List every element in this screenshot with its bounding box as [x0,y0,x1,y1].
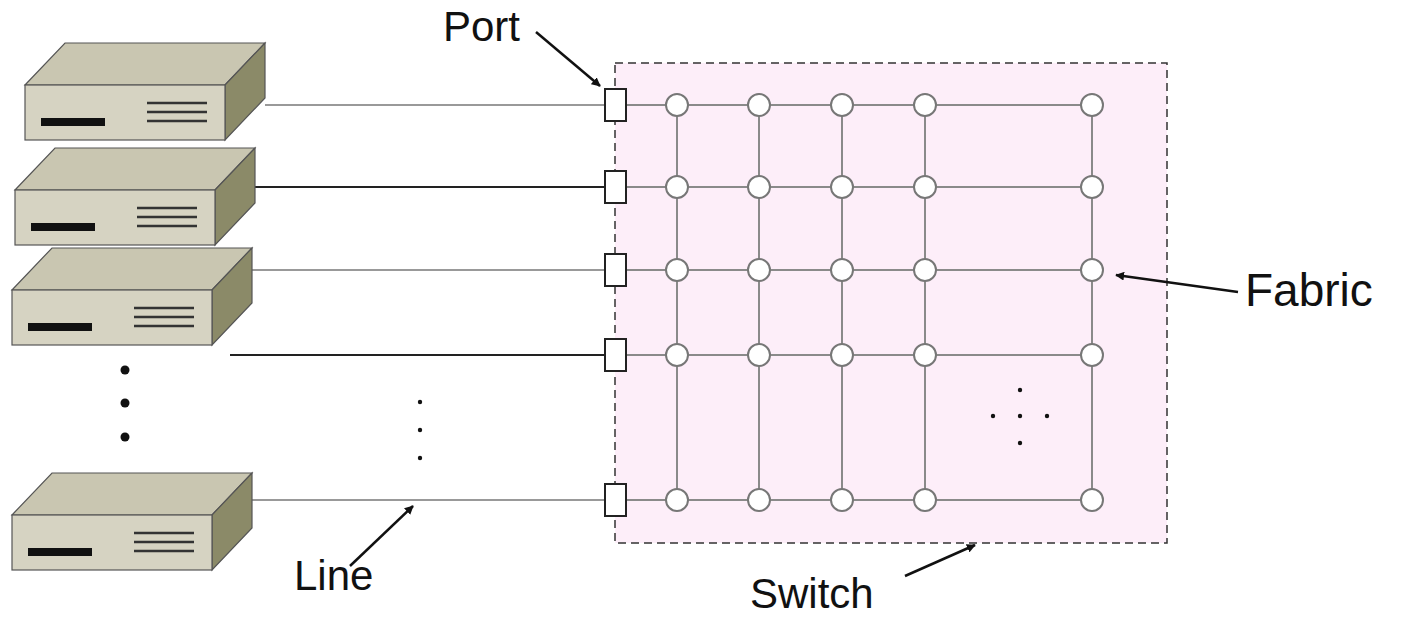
computer-top [25,43,265,85]
computer-side [215,148,255,245]
fabric-row [626,186,1092,188]
line [230,354,605,356]
crosspoint [748,94,770,116]
crosspoint [831,344,853,366]
crosspoint [914,344,936,366]
vent-line [134,532,194,535]
vent-line [134,325,194,328]
lines [230,105,605,500]
computer-side [212,473,252,570]
switch-box [615,63,1167,543]
crosspoint [666,489,688,511]
port [605,484,626,516]
vent-line [134,316,194,319]
crosspoint [914,176,936,198]
computer-top [15,148,255,190]
line [265,104,605,106]
crosspoint [831,259,853,281]
switch-label: Switch [750,571,874,617]
crosspoint [914,259,936,281]
crosspoint [748,259,770,281]
computer-front [12,290,212,345]
fabric-column [1091,105,1093,500]
crosspoint [1081,176,1103,198]
line [255,186,605,188]
fabric-column [758,105,760,500]
vent-line [147,111,207,114]
fabric-row [626,499,1092,501]
vent-line [134,307,194,310]
port [605,254,626,286]
port [605,339,626,371]
vent-line [147,120,207,123]
ellipsis-dots [121,366,1050,461]
computer [12,473,252,570]
crosspoint [831,94,853,116]
computer-front [25,85,225,140]
leader-arrows [350,32,1238,576]
computer-top [12,248,252,290]
computer [12,248,252,345]
fabric-column [841,105,843,500]
computer [15,148,255,245]
fabric-grid [605,89,1103,516]
fabric-arrow [1116,275,1238,292]
computer-front [12,515,212,570]
vent-line [134,541,194,544]
crosspoint [666,259,688,281]
crosspoint [748,344,770,366]
fabric-column [924,105,926,500]
vent-line [134,550,194,553]
port [605,171,626,203]
crosspoint [914,94,936,116]
vent-line [137,207,197,210]
crosspoint [666,344,688,366]
port-label: Port [443,4,520,50]
crosspoint [831,176,853,198]
computer-side [225,43,265,140]
drive-slot [28,323,92,331]
port-arrow [536,32,600,86]
vent-line [137,225,197,228]
fabric-row [626,354,1092,356]
computer-side [212,248,252,345]
vent-line [137,216,197,219]
crosspoint [1081,344,1103,366]
crosspoint [666,176,688,198]
line [252,269,605,271]
fabric-label: Fabric [1245,265,1373,316]
computer-top [12,473,252,515]
fabric-column [676,105,678,500]
computers [12,43,265,570]
fabric-row [626,104,1092,106]
crosspoint [1081,94,1103,116]
switch-arrow [905,545,975,576]
computer-front [15,190,215,245]
fabric-row [626,269,1092,271]
drive-slot [31,223,95,231]
crosspoint [1081,259,1103,281]
crosspoint [831,489,853,511]
crosspoint [748,176,770,198]
computer [25,43,265,140]
drive-slot [41,118,105,126]
port [605,89,626,121]
crosspoint [1081,489,1103,511]
crosspoint [748,489,770,511]
crosspoint [666,94,688,116]
vent-line [147,102,207,105]
crosspoint [914,489,936,511]
line [250,499,605,501]
drive-slot [28,548,92,556]
line-label: Line [294,553,373,599]
